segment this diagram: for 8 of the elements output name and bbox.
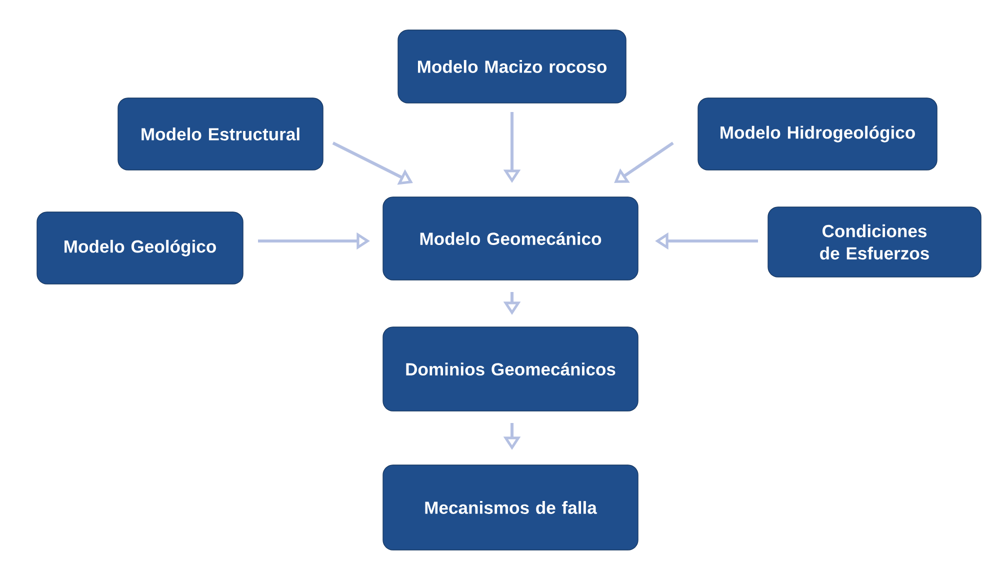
process-box: Modelo Geomecánico bbox=[382, 196, 638, 280]
process-box: Modelo Macizo rocoso bbox=[398, 30, 626, 104]
process-box: Modelo Geológico bbox=[36, 212, 244, 284]
process-box: Modelo Hidrogeológico bbox=[698, 98, 938, 170]
process-box: Modelo Estructural bbox=[118, 98, 324, 170]
process-box: Condiciones de Esfuerzos bbox=[768, 206, 982, 278]
process-box: Mecanismos de falla bbox=[382, 464, 638, 550]
process-box: Dominios Geomecánicos bbox=[382, 326, 638, 412]
